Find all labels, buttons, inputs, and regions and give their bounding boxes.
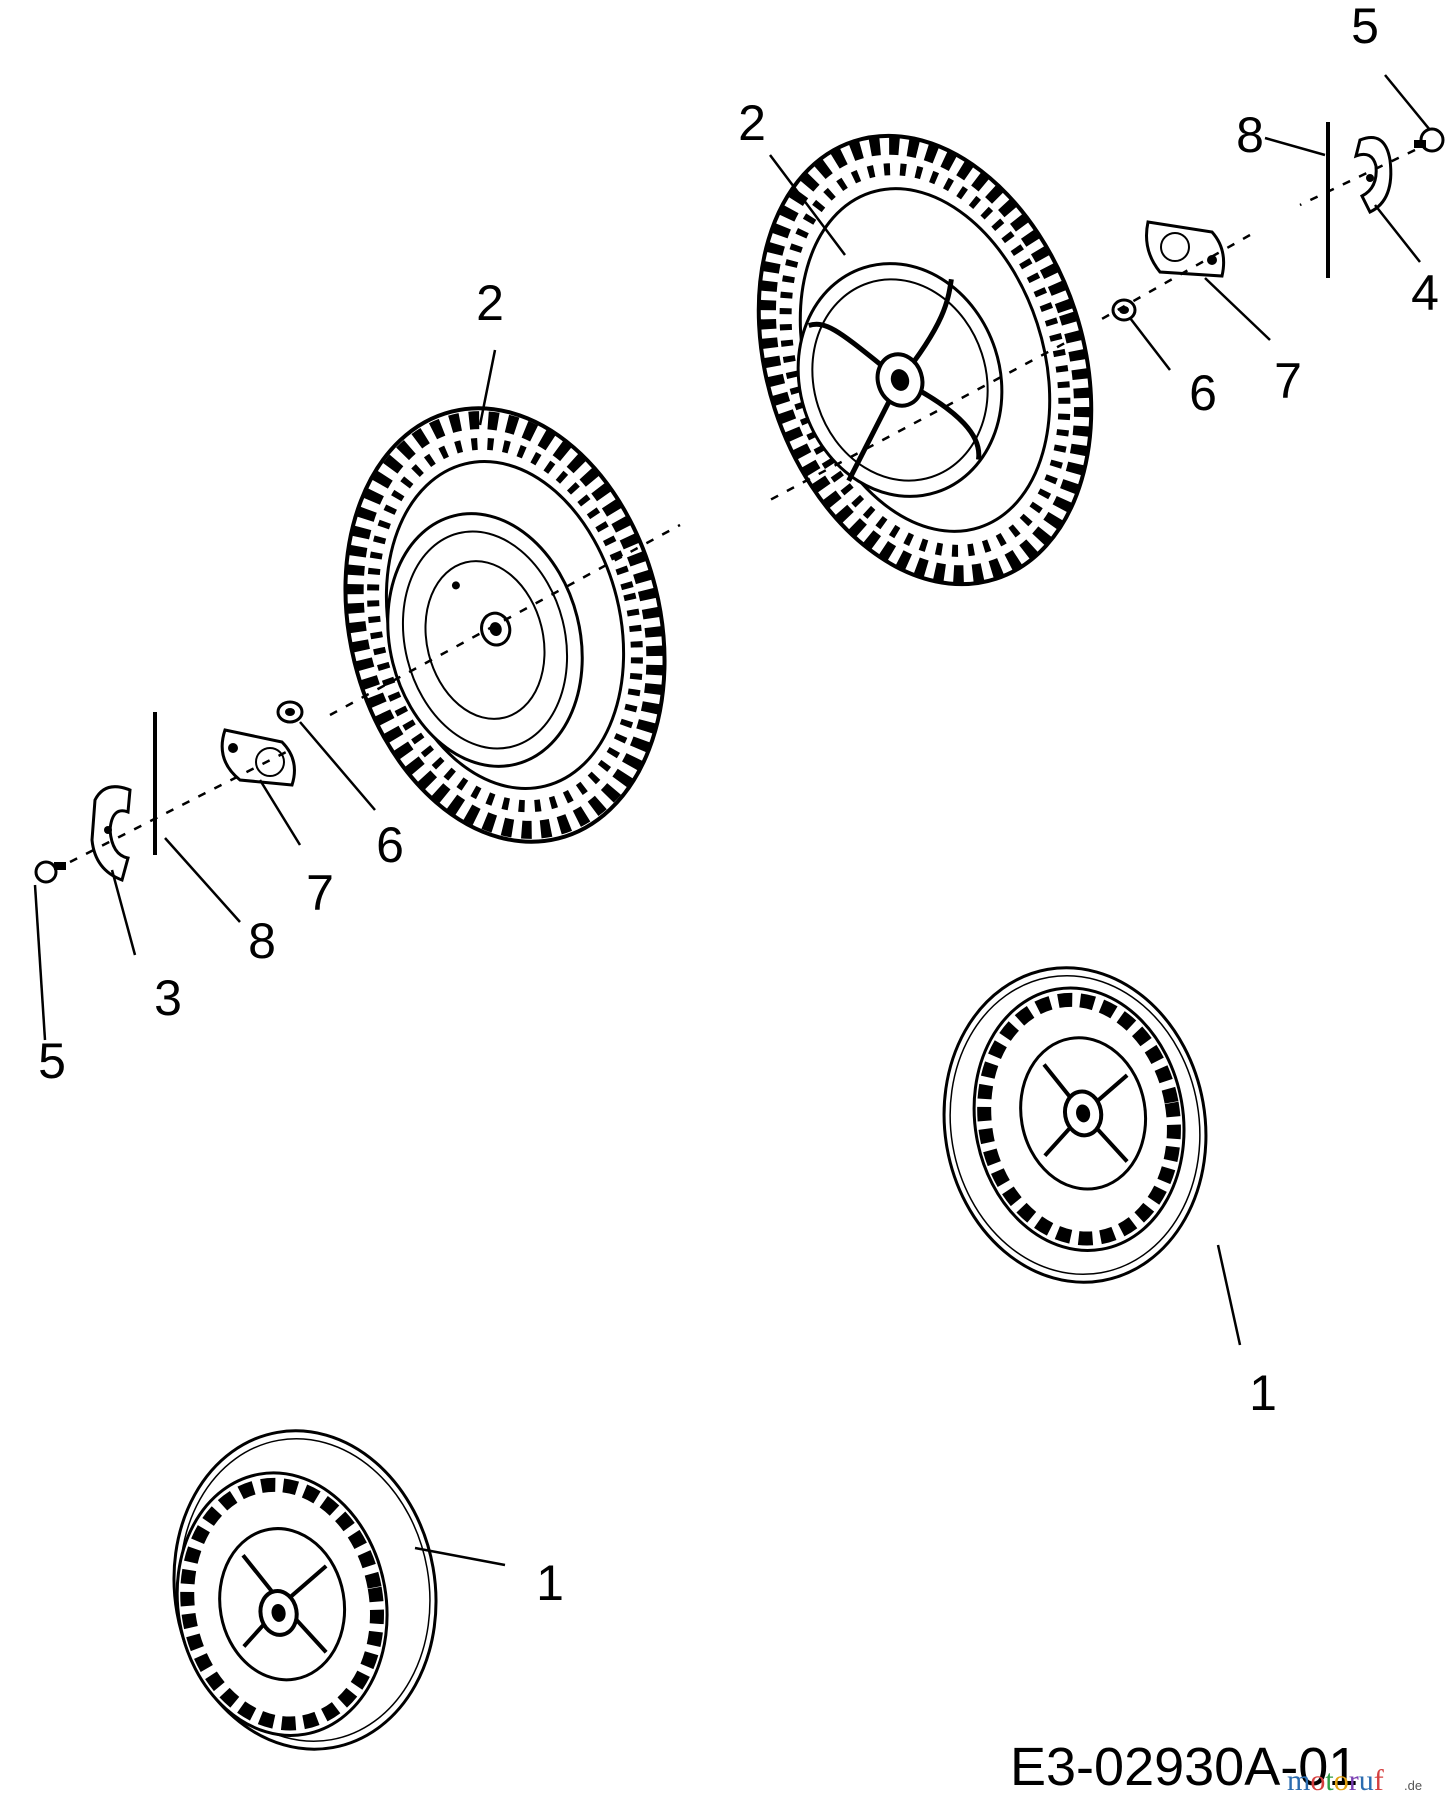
callout-4: 4 (1411, 265, 1439, 321)
nut-right (1111, 298, 1137, 322)
motoruf-watermark-logo: motoruf .de (1287, 1764, 1422, 1797)
callout-8-right: 8 (1236, 107, 1264, 163)
callout-2-rear-left: 2 (476, 275, 504, 331)
callout-3: 3 (154, 970, 182, 1026)
callout-7-left: 7 (306, 865, 334, 921)
callout-1-right: 1 (1249, 1365, 1277, 1421)
diagram-id-label: E3-02930A-01 (1010, 1737, 1358, 1797)
wheel-cover-left (90, 785, 132, 882)
axis-line-right (769, 148, 1416, 502)
bracket-plate-left (220, 728, 296, 787)
callout-5-right: 5 (1351, 0, 1379, 54)
callout-5-left: 5 (38, 1033, 66, 1089)
shoulder-bolt-right (1414, 127, 1445, 153)
rear-wheel-right-hub (796, 262, 1004, 498)
callout-6-right: 6 (1189, 365, 1217, 421)
rear-wheel-left-hub (386, 512, 584, 768)
svg-text:motoruf: motoruf (1287, 1764, 1384, 1797)
shoulder-bolt-left (34, 860, 66, 884)
bracket-plate-right (1145, 220, 1226, 278)
callout-7-right: 7 (1274, 353, 1302, 409)
wheel-cover-right (1353, 136, 1393, 214)
nut-left (276, 700, 304, 724)
callout-1-left: 1 (536, 1555, 564, 1611)
callout-8-left: 8 (248, 913, 276, 969)
front-wheel-left (172, 1429, 438, 1751)
callout-2-rear-right: 2 (738, 95, 766, 151)
leader-lines (33, 74, 1431, 1567)
svg-text:.de: .de (1404, 1778, 1422, 1793)
axis-line-left (69, 523, 681, 864)
front-wheel-right (942, 966, 1208, 1284)
callout-6-left: 6 (376, 817, 404, 873)
